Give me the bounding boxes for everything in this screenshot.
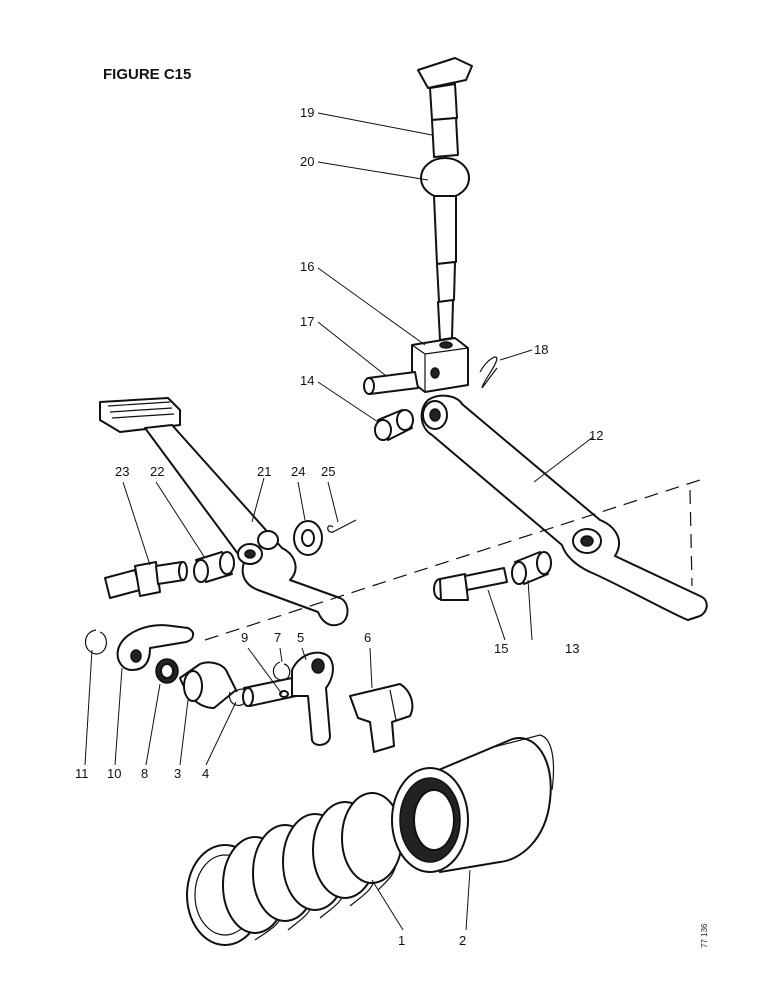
callout-20: 20 [300,154,314,169]
callout-21: 21 [257,464,271,479]
bush-22 [193,551,235,583]
cross-lever [420,394,708,621]
hand-lever-rod [417,57,473,341]
callout-5: 5 [297,630,304,645]
callout-22: 22 [150,464,164,479]
callout-24: 24 [291,464,305,479]
pin-9 [279,690,289,698]
leader-lines [84,112,594,931]
assembly-axis-drop [689,489,693,587]
split-pin-25 [327,519,357,533]
washer-24 [293,520,323,556]
callout-23: 23 [115,464,129,479]
pivot-bolt-23 [104,561,188,599]
callout-13: 13 [565,641,579,656]
callout-6: 6 [364,630,371,645]
callout-18: 18 [534,342,548,357]
bush-14 [374,409,414,441]
clevis-pin [363,371,419,395]
callout-labels: 1 2 3 4 5 6 7 8 9 10 11 12 13 14 15 16 1… [75,105,603,948]
pivot-pin-15 [433,567,508,601]
callout-11: 11 [75,766,89,781]
callout-25: 25 [321,464,335,479]
callout-3: 3 [174,766,181,781]
clevis-block [411,337,469,393]
callout-15: 15 [494,641,508,656]
figure-title: FIGURE C15 [103,66,192,83]
callout-1: 1 [398,933,405,948]
callout-10: 10 [107,766,121,781]
spring-clip [479,356,498,389]
callout-17: 17 [300,314,314,329]
coil-spring [186,792,403,946]
shaft-3 [179,661,237,709]
callout-19: 19 [300,105,314,120]
shaft-with-lever-5 [242,651,334,746]
bush-13 [511,551,552,585]
callout-16: 16 [300,259,314,274]
callout-7: 7 [274,630,281,645]
callout-12: 12 [589,428,603,443]
callout-14: 14 [300,373,314,388]
clip-7 [272,661,291,681]
splined-collar [391,734,555,873]
callout-9: 9 [241,630,248,645]
lever-arm-10 [116,624,194,671]
bracket-6 [349,683,414,753]
circlip-11 [84,629,107,655]
brake-pedal [99,397,349,627]
callout-4: 4 [202,766,209,781]
washer-8 [155,658,179,684]
callout-8: 8 [141,766,148,781]
callout-2: 2 [459,933,466,948]
